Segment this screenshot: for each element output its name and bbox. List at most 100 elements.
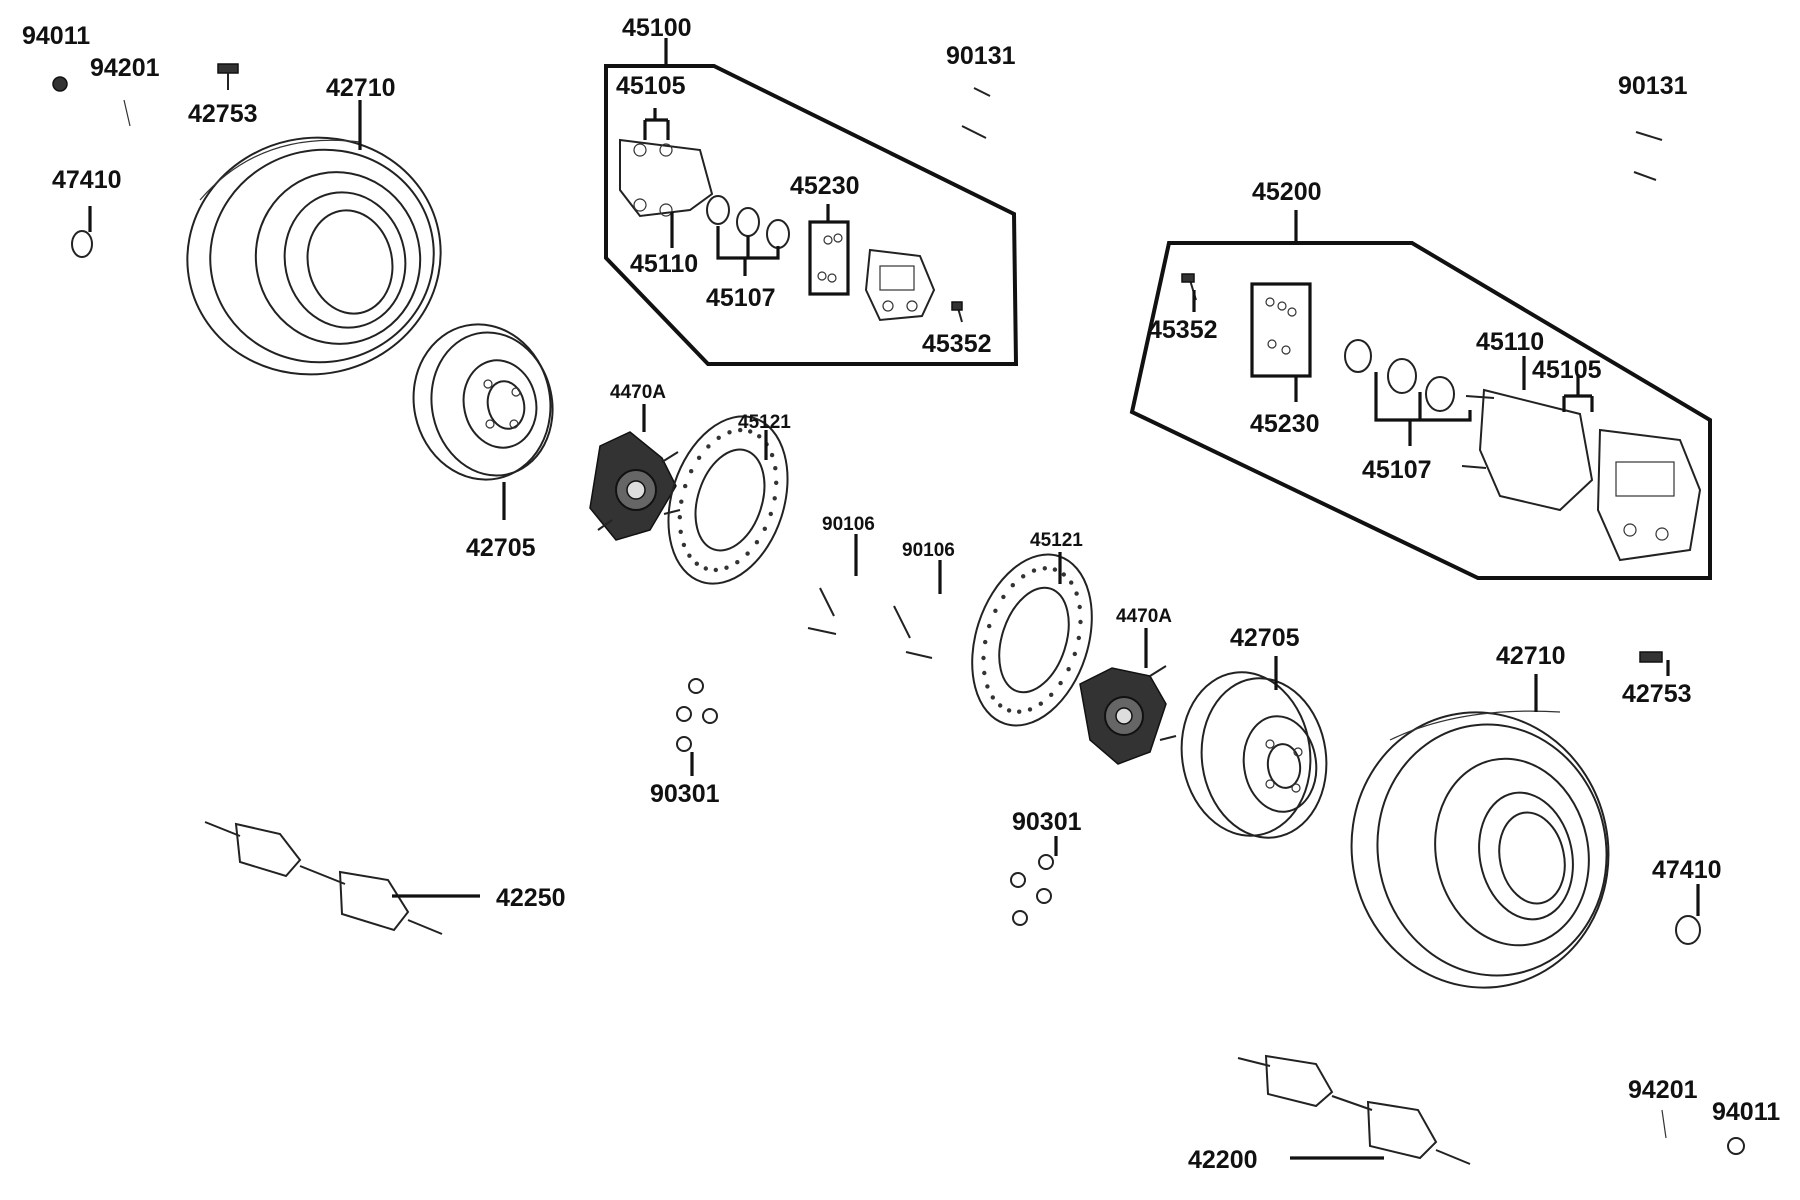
disc-hole <box>1077 604 1082 610</box>
label-42705: 42705 <box>466 534 536 562</box>
leader-lines <box>88 38 1700 1160</box>
disc-hole <box>769 452 775 458</box>
bolts-90131-right <box>1633 131 1663 181</box>
disc-hole <box>757 434 762 439</box>
caliper-body-left <box>864 248 936 322</box>
panel-45100 <box>604 64 1019 366</box>
bolts-90131-left <box>961 87 991 139</box>
label-94201: 94201 <box>1628 1076 1698 1104</box>
disc-hole <box>762 526 767 531</box>
bolts-90106-b <box>893 605 933 659</box>
label-45352: 45352 <box>1148 316 1218 344</box>
label-47410: 47410 <box>1652 856 1722 884</box>
nut-47410-left <box>71 230 93 258</box>
disc-hole <box>713 567 718 573</box>
label-90131: 90131 <box>946 42 1016 70</box>
label-45107: 45107 <box>706 284 776 312</box>
label-45230: 45230 <box>1250 410 1320 438</box>
disc-hole <box>983 639 988 645</box>
disc-hole <box>681 542 687 548</box>
disc-hole <box>774 480 779 485</box>
disc-hole <box>748 429 753 434</box>
label-42710: 42710 <box>326 74 396 102</box>
caliper-bracket-left <box>619 138 714 218</box>
valve-42753-right <box>1639 651 1663 663</box>
disc-hole <box>768 511 773 517</box>
label-42753: 42753 <box>1622 680 1692 708</box>
disc-hole <box>1010 583 1015 588</box>
label-42705: 42705 <box>1230 624 1300 652</box>
disc-hole <box>1042 566 1048 571</box>
disc-hole <box>982 670 987 676</box>
label-90131: 90131 <box>1618 72 1688 100</box>
disc-hole <box>1069 580 1074 585</box>
valve-42753-left <box>217 63 239 90</box>
label-4470A: 4470A <box>1116 606 1172 627</box>
disc-hole <box>754 540 760 545</box>
disc-hole <box>981 655 986 661</box>
label-42753: 42753 <box>188 100 258 128</box>
disc-hole <box>716 435 721 440</box>
disc-hole <box>990 695 995 700</box>
disc-hole <box>1021 574 1026 579</box>
label-45352: 45352 <box>922 330 992 358</box>
caliper-bracket-right <box>1461 388 1594 512</box>
part-labels: 94011 94201 42753 42710 47410 45100 4510… <box>22 14 1780 1174</box>
label-90301: 90301 <box>650 780 720 808</box>
disc-hole <box>706 444 711 449</box>
label-4470A: 4470A <box>610 382 666 403</box>
disc-hole <box>1074 591 1079 596</box>
tire-left <box>186 136 442 376</box>
disc-hole <box>1066 667 1071 672</box>
label-45105: 45105 <box>1532 356 1602 384</box>
tire-right <box>1350 710 1610 989</box>
disc-hole <box>683 483 688 489</box>
disc-hole <box>727 430 732 435</box>
drive-shaft-42250 <box>204 821 443 935</box>
label-45121: 45121 <box>738 412 791 433</box>
brake-disc-left <box>667 415 789 585</box>
pad-kit-right <box>1250 282 1312 378</box>
label-45200: 45200 <box>1252 178 1322 206</box>
label-47410: 47410 <box>52 166 122 194</box>
disc-hole <box>1001 594 1006 600</box>
cotter-pin-94201-right <box>1661 1109 1667 1139</box>
disc-hole <box>1049 692 1054 697</box>
disc-hole <box>1076 635 1082 641</box>
disc-hole <box>1006 708 1012 713</box>
label-94011: 94011 <box>22 22 90 50</box>
lug-nut-94011-left <box>52 76 68 92</box>
rim-left <box>412 323 554 481</box>
disc-hole <box>1052 567 1058 572</box>
label-90106: 90106 <box>902 540 955 561</box>
disc-hole <box>689 469 694 474</box>
label-45110: 45110 <box>630 250 698 278</box>
disc-hole <box>773 466 778 471</box>
label-90301: 90301 <box>1012 808 1082 836</box>
rim-right <box>1180 671 1328 839</box>
caliper-body-right <box>1596 428 1702 562</box>
disc-hole <box>987 623 992 629</box>
disc-hole <box>724 565 729 570</box>
pad-kit-left <box>808 220 850 296</box>
disc-hole <box>694 561 699 566</box>
hub-right <box>1079 665 1177 765</box>
label-45121: 45121 <box>1030 530 1083 551</box>
caliper-sleeve-right <box>1344 339 1455 412</box>
label-94201: 94201 <box>90 54 160 82</box>
disc-hole <box>985 684 990 689</box>
disc-hole <box>993 608 998 613</box>
label-45110: 45110 <box>1476 328 1544 356</box>
bleeder-left <box>951 301 963 323</box>
disc-hole <box>1072 651 1078 657</box>
disc-hole <box>1078 619 1083 625</box>
label-90106: 90106 <box>822 514 875 535</box>
disc-hole <box>735 560 740 565</box>
label-45107: 45107 <box>1362 456 1432 484</box>
disc-hole <box>703 566 708 571</box>
hub-left <box>589 431 681 541</box>
label-45230: 45230 <box>790 172 860 200</box>
nuts-90301-right <box>1010 854 1054 926</box>
bolts-90106-a <box>807 587 837 635</box>
